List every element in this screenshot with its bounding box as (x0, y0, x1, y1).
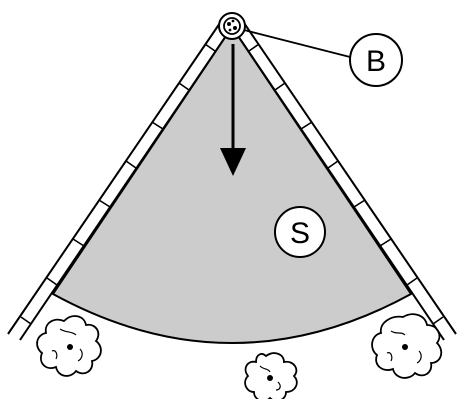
callout-s-label: S (290, 217, 310, 250)
flower-icon (37, 316, 101, 376)
pivot-icon (219, 13, 245, 39)
callout-b-label: B (366, 45, 386, 78)
flower-icon (372, 314, 441, 378)
flower-icon (245, 353, 297, 399)
callout-b-leader (244, 30, 350, 57)
